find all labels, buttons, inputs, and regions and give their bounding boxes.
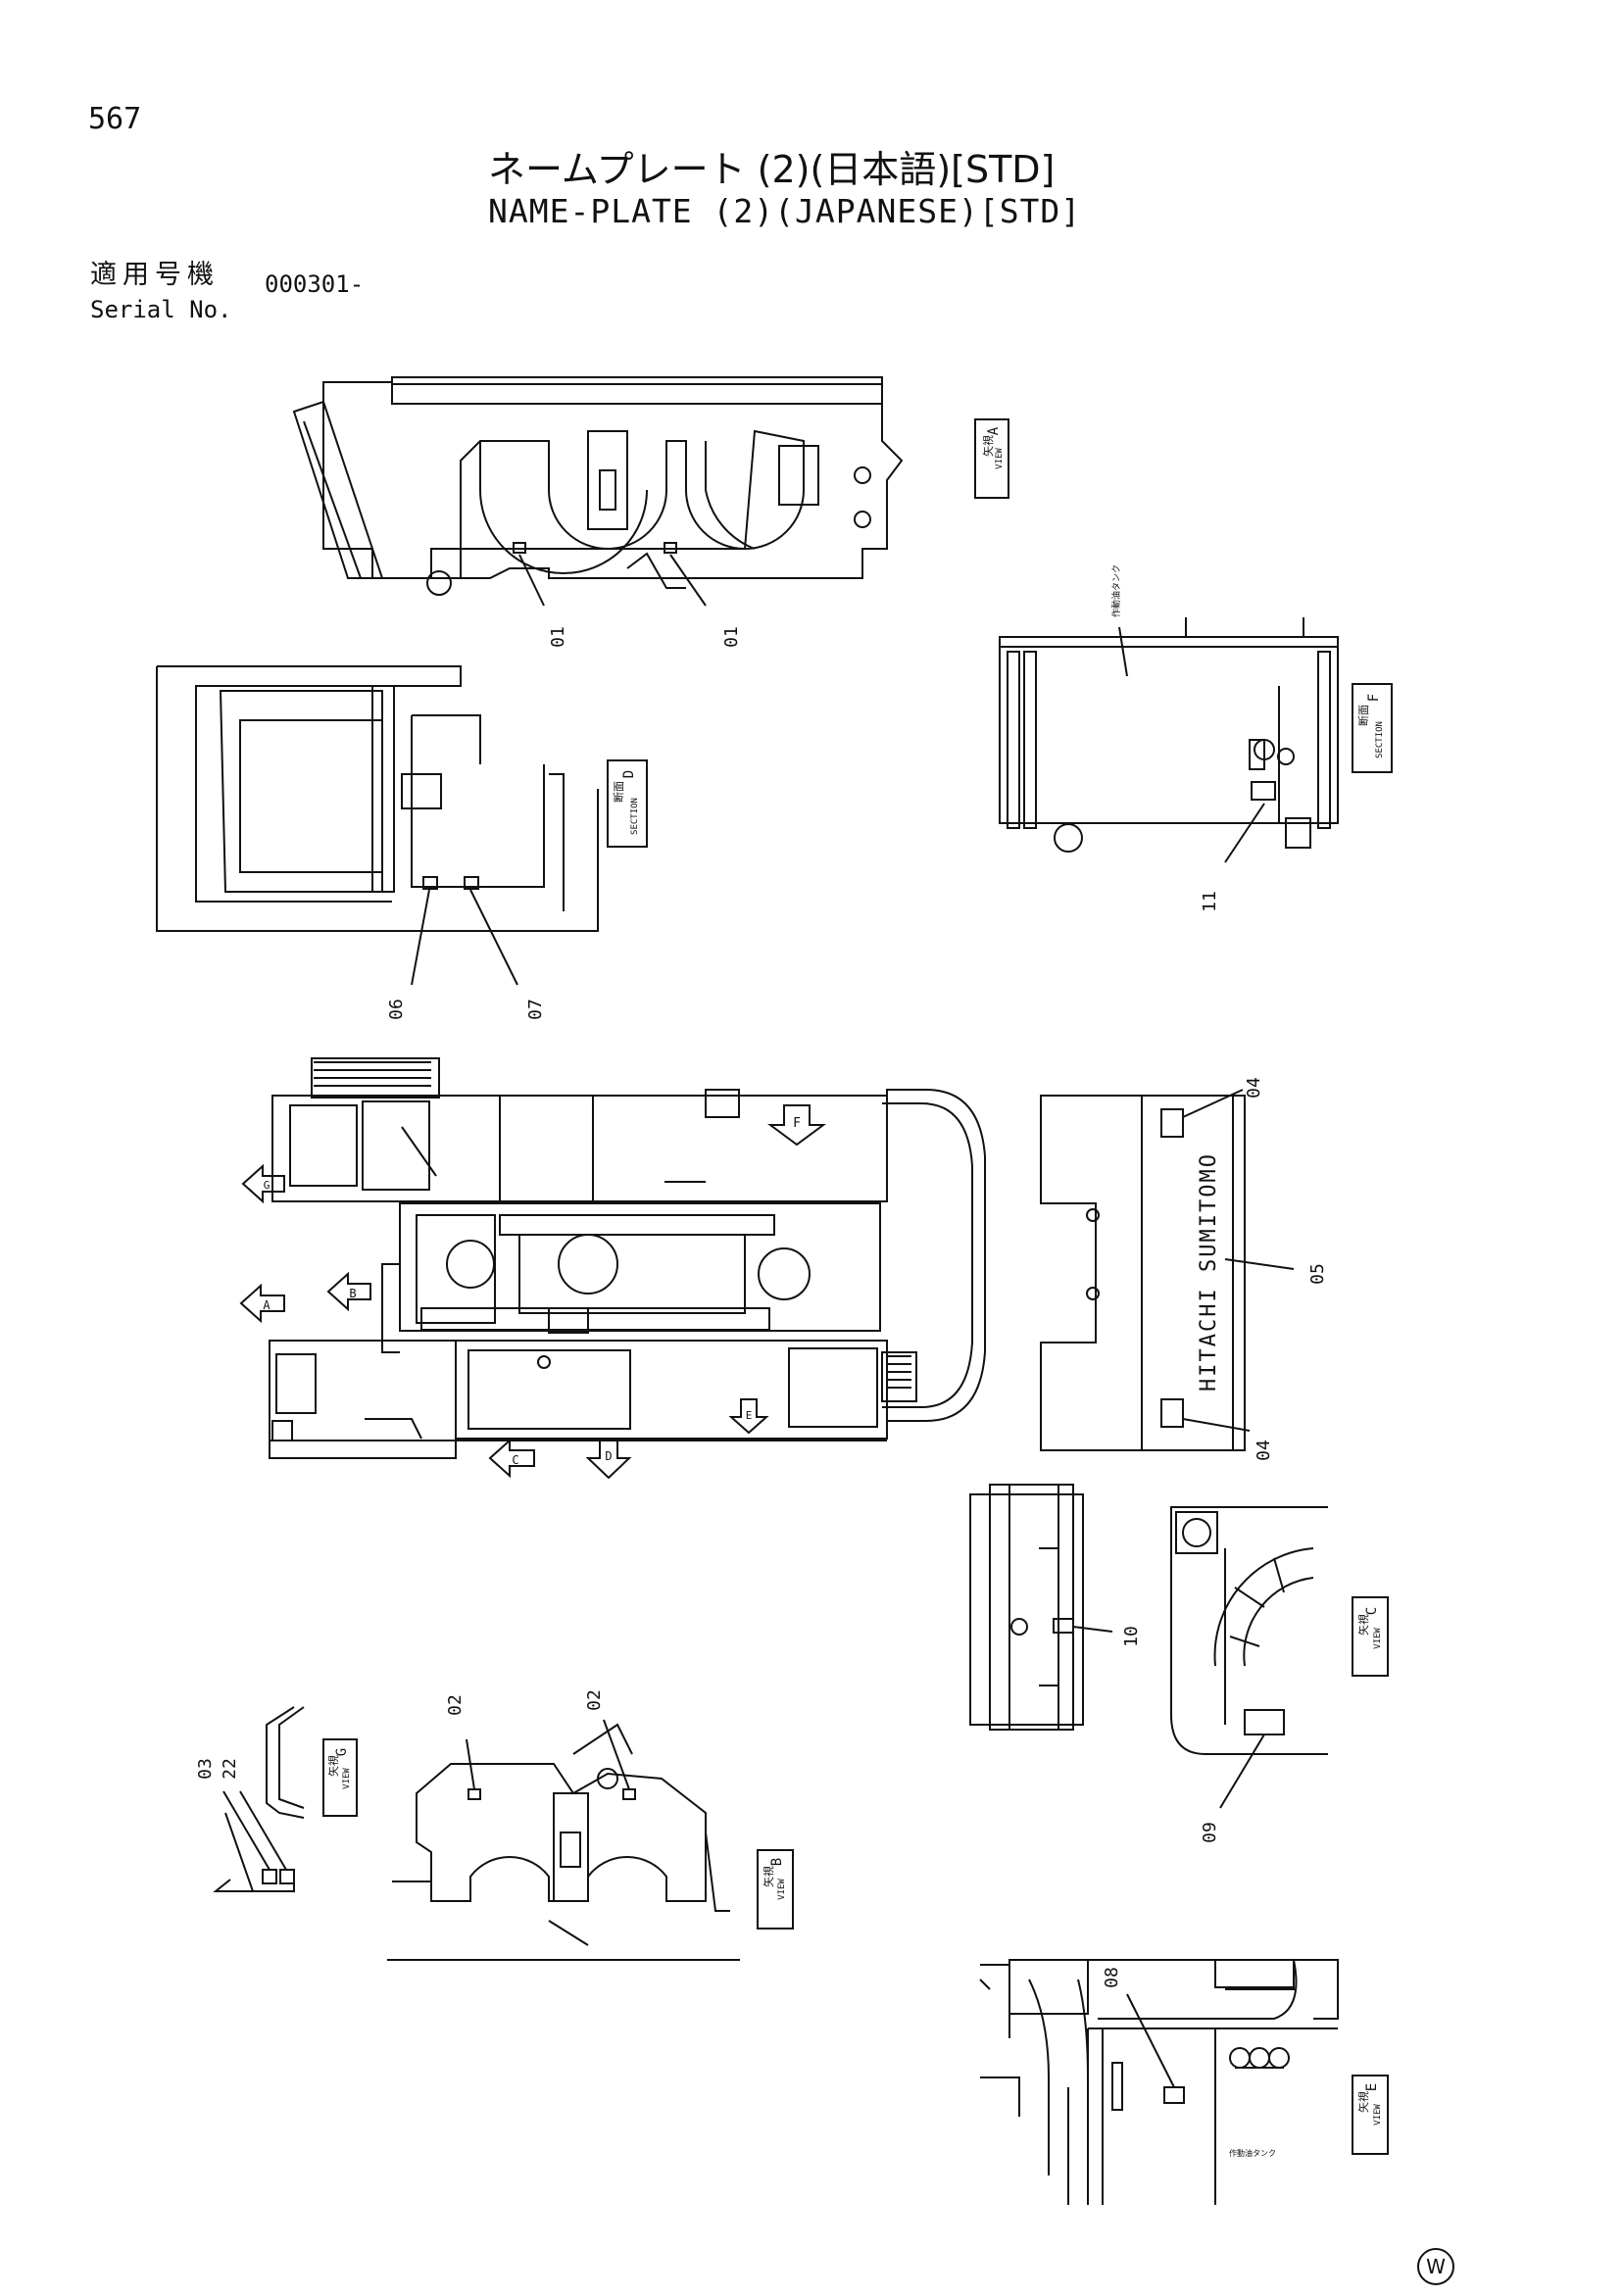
arrow-f: F	[766, 1104, 827, 1147]
view-a-drawing	[292, 376, 904, 596]
svg-text:B: B	[349, 1287, 356, 1300]
svg-text:矢視: 矢視	[762, 1866, 775, 1887]
page-number: 567	[88, 102, 142, 136]
svg-text:断面: 断面	[1356, 705, 1370, 726]
view-g-drawing	[213, 1706, 305, 1892]
callout-01b: 01	[721, 626, 742, 648]
arrow-d: D	[585, 1440, 632, 1480]
svg-text:G: G	[334, 1748, 350, 1756]
view-b-drawing	[387, 1723, 740, 1961]
title-english: NAME-PLATE (2)(JAPANESE)[STD]	[488, 192, 1082, 230]
svg-text:矢視: 矢視	[326, 1755, 340, 1777]
section-f-drawing	[999, 617, 1339, 853]
svg-text:SECTION: SECTION	[630, 798, 640, 835]
svg-text:G: G	[264, 1179, 270, 1192]
arrow-c: C	[488, 1438, 535, 1479]
svg-text:F: F	[793, 1116, 801, 1131]
svg-text:D: D	[621, 770, 637, 778]
svg-text:VIEW: VIEW	[1373, 2104, 1383, 2125]
view-e-label: 矢視 VIEW E	[1352, 2075, 1389, 2155]
callout-09: 09	[1200, 1822, 1220, 1843]
plate-22	[279, 1869, 295, 1884]
plate-03	[262, 1869, 277, 1884]
view-c-drawing	[1170, 1506, 1328, 1755]
counterweight-nameplate: HITACHI SUMITOMO	[1197, 1152, 1221, 1392]
plate-10	[1053, 1618, 1074, 1634]
svg-text:A: A	[986, 426, 1002, 435]
svg-text:矢視: 矢視	[1356, 2091, 1370, 2113]
view-g-label: 矢視 VIEW G	[322, 1738, 358, 1817]
svg-text:矢視: 矢視	[1356, 1614, 1370, 1636]
view-c-label: 矢視 VIEW C	[1352, 1596, 1389, 1677]
svg-text:VIEW: VIEW	[777, 1879, 787, 1900]
plate-04b	[1160, 1398, 1184, 1428]
footer-mark: W	[1417, 2248, 1454, 2285]
svg-text:C: C	[1364, 1607, 1380, 1615]
svg-text:E: E	[1364, 2083, 1380, 2091]
svg-text:F: F	[1366, 694, 1382, 702]
callout-06: 06	[386, 999, 407, 1020]
svg-text:VIEW: VIEW	[995, 448, 1005, 469]
plate-01a	[513, 542, 526, 554]
callout-22: 22	[220, 1758, 240, 1780]
plate-02b	[622, 1788, 636, 1800]
callout-02b: 02	[584, 1689, 605, 1711]
view-b-label: 矢視 VIEW B	[757, 1849, 794, 1930]
plate-01b	[664, 542, 677, 554]
svg-text:E: E	[746, 1409, 753, 1422]
callout-02a: 02	[445, 1694, 466, 1716]
svg-text:B: B	[769, 1858, 785, 1866]
section-f-label: 断面 SECTION F	[1352, 683, 1393, 773]
serial-label-english: Serial No.	[90, 296, 232, 323]
part-10-drawing	[969, 1484, 1084, 1731]
svg-text:VIEW: VIEW	[342, 1768, 352, 1789]
svg-text:D: D	[605, 1449, 612, 1463]
plate-08	[1163, 2086, 1185, 2104]
callout-07: 07	[525, 999, 546, 1020]
title-japanese: ネームプレート (2)(日本語)[STD]	[488, 148, 1056, 191]
svg-text:A: A	[263, 1298, 270, 1312]
plate-02a	[467, 1788, 481, 1800]
machine-top-view	[269, 1057, 986, 1459]
arrow-g: G	[241, 1163, 285, 1204]
callout-04b: 04	[1254, 1440, 1274, 1461]
plate-11	[1251, 781, 1276, 801]
callout-08: 08	[1102, 1967, 1122, 1988]
callout-05: 05	[1307, 1263, 1328, 1285]
arrow-a: A	[239, 1283, 285, 1324]
plate-06	[422, 876, 438, 890]
serial-value: 000301-	[265, 270, 365, 298]
callout-03: 03	[195, 1758, 216, 1780]
tank-label-e: 作動油タンク	[1229, 2148, 1276, 2158]
svg-text:C: C	[512, 1453, 518, 1467]
svg-text:VIEW: VIEW	[1373, 1628, 1383, 1649]
section-d-label: 断面 SECTION D	[607, 759, 648, 848]
callout-01a: 01	[548, 626, 568, 648]
counterweight-drawing	[1040, 1095, 1246, 1451]
svg-text:断面: 断面	[612, 781, 625, 803]
svg-text:矢視: 矢視	[981, 435, 995, 457]
arrow-e: E	[728, 1398, 769, 1435]
callout-11: 11	[1200, 891, 1220, 912]
callout-04a: 04	[1244, 1077, 1264, 1099]
serial-label-japanese: 適用号機	[90, 260, 220, 290]
view-e-drawing	[979, 1959, 1339, 2205]
plate-04a	[1160, 1108, 1184, 1138]
tank-label-f: 作動油タンク	[1110, 564, 1122, 617]
view-a-label: 矢視 VIEW A	[974, 418, 1009, 499]
svg-text:SECTION: SECTION	[1375, 721, 1385, 758]
section-d-drawing	[156, 665, 599, 932]
arrow-b: B	[326, 1271, 371, 1312]
callout-10: 10	[1121, 1626, 1142, 1647]
plate-07	[464, 876, 479, 890]
